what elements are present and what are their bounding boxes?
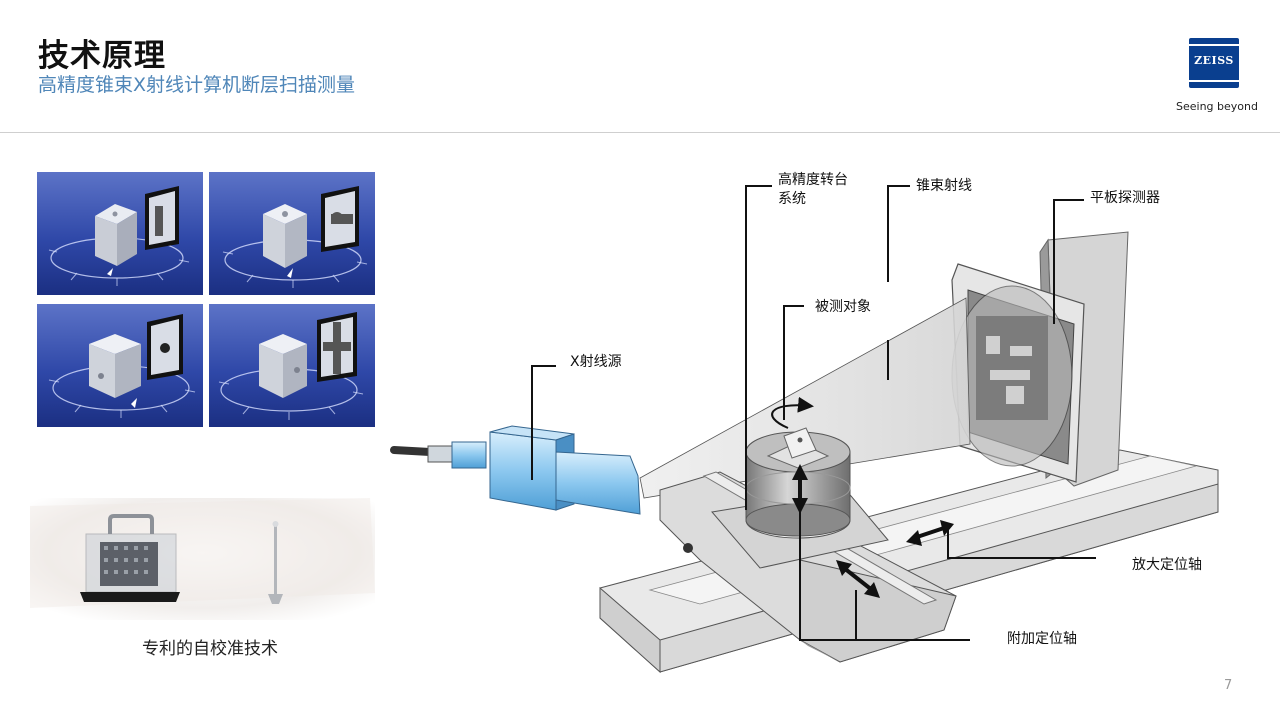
label-magnification-axis: 放大定位轴	[1132, 557, 1202, 573]
turntable-leader	[745, 185, 772, 510]
label-measured-object: 被测对象	[815, 299, 871, 315]
magnification-axis-leader	[947, 530, 1096, 559]
label-turntable-line2: 系统	[778, 191, 806, 207]
detector-leader	[1053, 199, 1084, 324]
brand-tagline: Seeing beyond	[1176, 100, 1258, 113]
page-number: 7	[1224, 678, 1233, 693]
ct-system-diagram	[390, 185, 1219, 674]
magnification-axis-arrow	[906, 520, 954, 546]
label-turntable: 高精度转台 系统	[778, 171, 848, 209]
leader-lines	[531, 185, 1096, 641]
logo-text: ZEISS	[1194, 54, 1234, 67]
logo-stripe	[1189, 80, 1239, 82]
logo-stripe	[1189, 44, 1239, 46]
additional-axis-arrow	[836, 560, 880, 598]
ct-projection-view-4	[209, 304, 375, 427]
source-leader	[531, 365, 556, 480]
label-xray-source: X射线源	[570, 354, 622, 370]
additional-axis-leader-1	[799, 494, 970, 641]
xray-source	[390, 425, 641, 515]
flat-panel-detector	[951, 263, 1085, 483]
slide-title: 技术原理	[38, 38, 166, 74]
label-flat-panel-detector: 平板探测器	[1090, 190, 1160, 206]
cone-beam-leader-top	[887, 185, 910, 282]
self-calibration-photo	[30, 498, 375, 620]
self-calibration-caption: 专利的自校准技术	[142, 639, 278, 659]
label-turntable-line1: 高精度转台	[778, 172, 848, 188]
ct-projection-view-1	[37, 172, 203, 295]
object-leader	[783, 305, 804, 420]
rotation-arrow	[771, 396, 814, 429]
zeiss-logo: ZEISS	[1189, 38, 1239, 88]
header-divider	[0, 132, 1280, 133]
label-cone-beam: 锥束射线	[916, 178, 972, 194]
ct-projection-view-2	[209, 172, 375, 295]
ct-projection-view-3	[37, 304, 203, 427]
label-additional-axis: 附加定位轴	[1007, 631, 1077, 647]
slide-subtitle: 高精度锥束X射线计算机断层扫描测量	[38, 74, 356, 96]
